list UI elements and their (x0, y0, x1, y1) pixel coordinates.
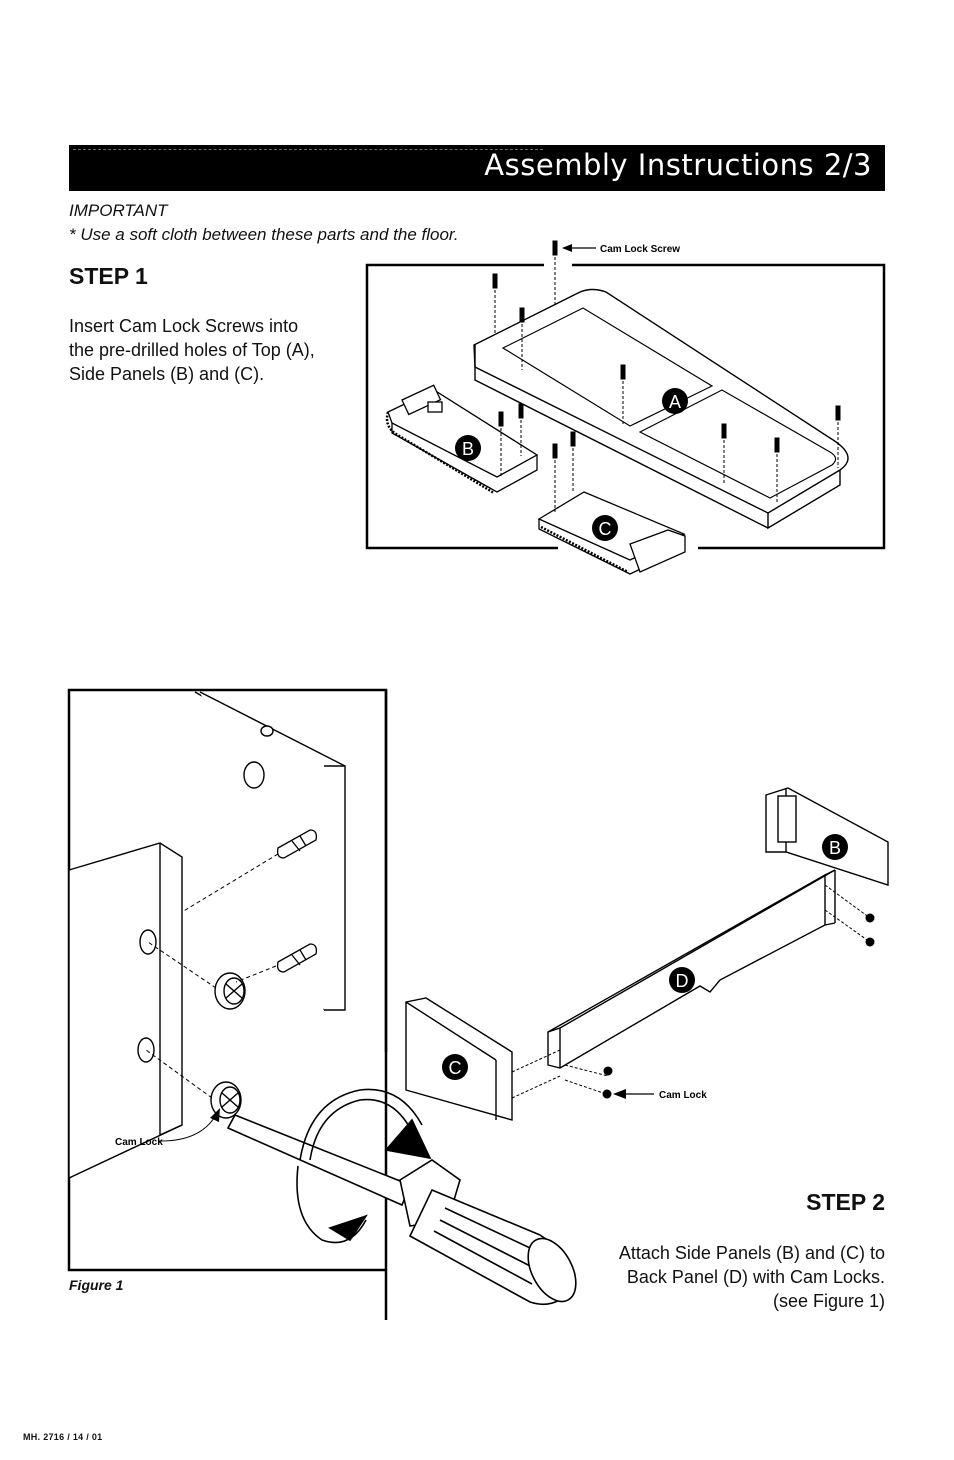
svg-text:C: C (599, 519, 612, 539)
step1-instructions: Insert Cam Lock Screws into the pre-dril… (69, 314, 315, 386)
cam-lock-screw-icon (774, 437, 780, 502)
step1-line-1: Insert Cam Lock Screws into (69, 316, 299, 336)
cam-lock-fitting-icon (210, 1081, 242, 1119)
cam-lock-icon (865, 937, 875, 947)
footer-code: MH. 2716 / 14 / 01 (23, 1432, 103, 1442)
step2-line-2: Back Panel (D) with Cam Locks. (626, 1267, 885, 1287)
svg-text:B: B (462, 439, 474, 459)
step1-heading: STEP 1 (69, 263, 148, 289)
step1-line-2: the pre-drilled holes of Top (A), (69, 340, 315, 360)
back-panel-d (547, 869, 836, 1069)
step2-cam-locks (511, 884, 875, 1099)
svg-text:B: B (829, 838, 841, 858)
cam-lock-screw-icon (835, 405, 841, 468)
cam-lock-screw-icon (519, 307, 525, 370)
screwdriver-icon (226, 1113, 577, 1306)
header-bar: Assembly Instructions 2/3 (69, 145, 885, 191)
important-note: * Use a soft cloth between these parts a… (69, 225, 459, 244)
header-dashed-line (73, 149, 543, 150)
arrow-up-icon (210, 1108, 220, 1122)
figure1-panel-back (180, 691, 346, 1011)
part-marker-b-step2: B (822, 834, 848, 860)
top-panel-a (473, 288, 849, 530)
cam-lock-screw-icon (570, 431, 576, 492)
figure1-caption: Figure 1 (69, 1277, 124, 1293)
cam-lock-screw-label: Cam Lock Screw (600, 244, 680, 255)
cam-lock-screw-icon (620, 364, 626, 426)
rotation-arrow-icon (296, 1088, 432, 1244)
cam-lock-screw-icon (276, 829, 318, 859)
step1-diagram: Cam Lock Screw A B C (365, 240, 886, 575)
cam-lock-screw-icon (518, 403, 524, 456)
step1-frame-right (572, 263, 886, 550)
cam-lock-icon (603, 1066, 613, 1076)
page-title: Assembly Instructions 2/3 (484, 148, 872, 182)
cam-lock-fitting-icon (214, 972, 246, 1010)
part-marker-c-step2: C (442, 1054, 468, 1080)
part-marker-d: D (669, 967, 695, 993)
cam-lock-icon (865, 913, 875, 923)
part-marker-a: A (662, 388, 688, 414)
figure1-cam-lock-label: Cam Lock (115, 1137, 163, 1148)
step2-diagram: Cam Lock D B (67, 688, 889, 1320)
figure1-panel-front (68, 842, 183, 1180)
step2-line-3: (see Figure 1) (772, 1291, 885, 1311)
side-panel-b (385, 384, 539, 495)
arrow-left-icon (613, 1089, 626, 1099)
side-panel-b-step2 (765, 787, 889, 886)
part-marker-c: C (592, 515, 618, 541)
step1-screws (492, 240, 841, 512)
step2-heading: STEP 2 (806, 1189, 885, 1215)
cam-lock-screw-icon (276, 943, 318, 973)
part-marker-b: B (455, 435, 481, 461)
step2-line-1: Attach Side Panels (B) and (C) to (618, 1243, 885, 1263)
svg-text:C: C (449, 1058, 462, 1078)
cam-lock-icon (602, 1089, 612, 1099)
callout-line (157, 1114, 217, 1142)
cam-lock-screw-icon (498, 411, 504, 478)
cam-lock-screw-icon (721, 423, 727, 484)
step1-frame-left (365, 263, 558, 550)
svg-text:D: D (676, 971, 689, 991)
cam-lock-screw-icon (552, 240, 558, 306)
step2-instructions: Attach Side Panels (B) and (C) to Back P… (619, 1241, 885, 1313)
cam-lock-screw-icon (552, 443, 558, 512)
svg-text:A: A (669, 392, 681, 412)
cam-lock-screw-icon (492, 273, 498, 334)
arrow-left-icon (562, 244, 572, 252)
important-heading: IMPORTANT (69, 201, 168, 220)
figure1-guides (145, 853, 279, 1099)
step2-cam-lock-label: Cam Lock (659, 1090, 707, 1101)
step1-line-3: Side Panels (B) and (C). (69, 364, 265, 384)
